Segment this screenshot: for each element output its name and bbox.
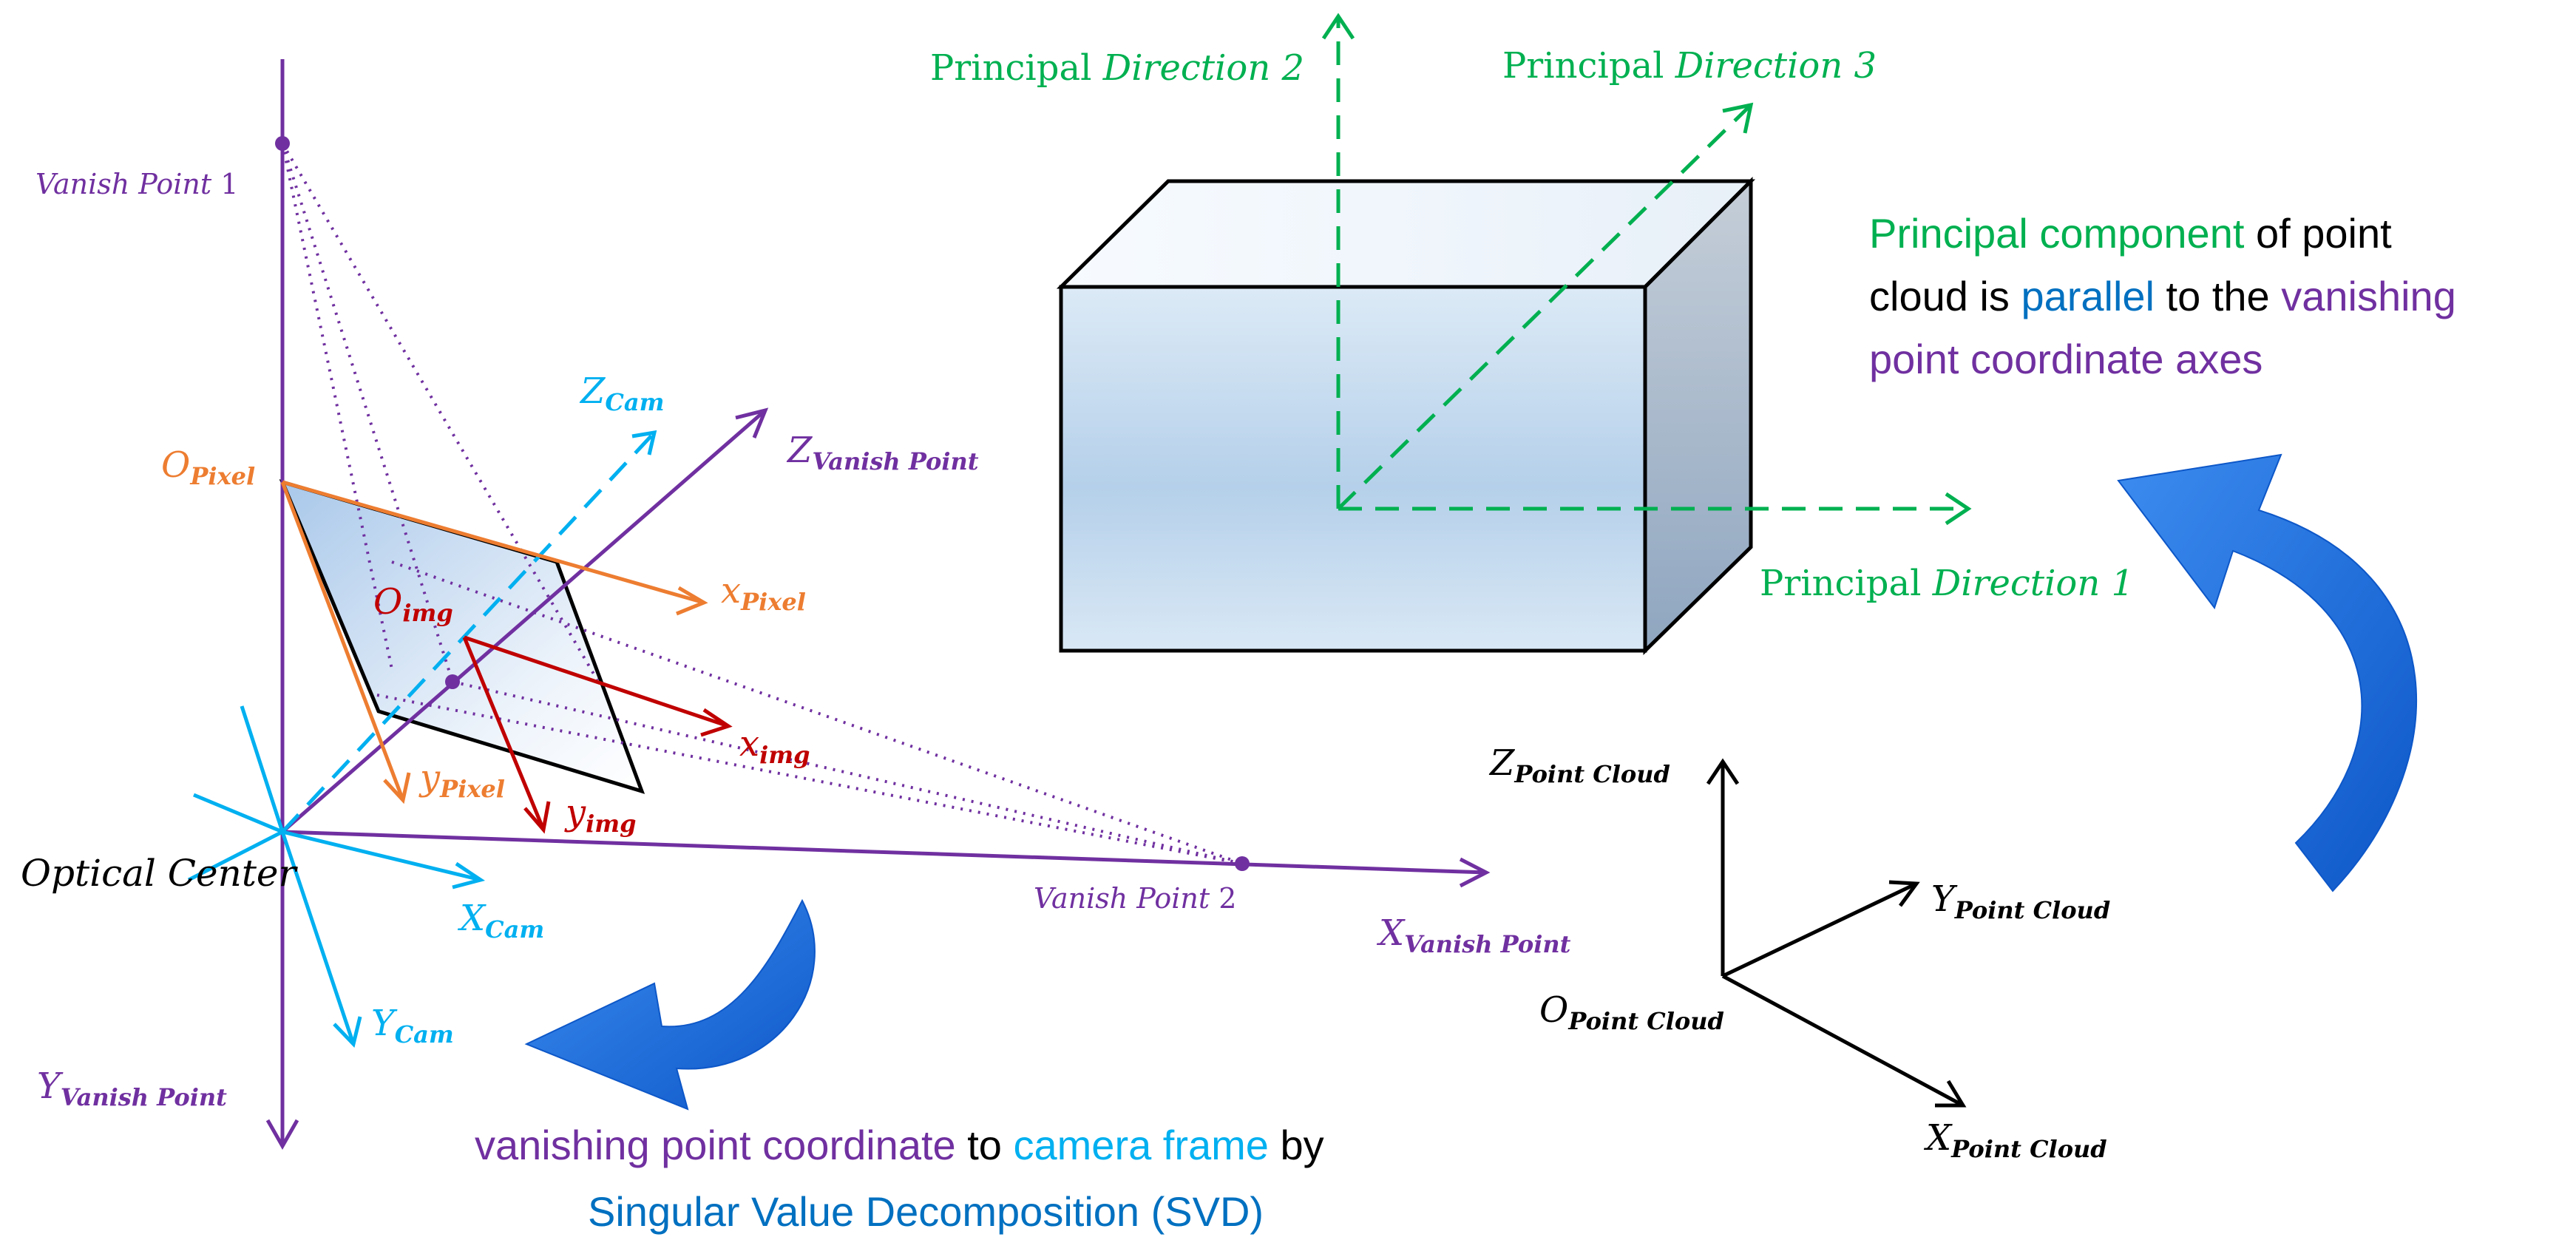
x-cam-back	[193, 793, 283, 834]
principal-direction-3-label: Principal Direction 3	[1502, 45, 1877, 87]
caption-bottom-line-2: Singular Value Decomposition (SVD)	[588, 1188, 1264, 1235]
x-img-label: ximg	[739, 723, 810, 769]
x-vanish-label: XVanish Point	[1376, 912, 1571, 958]
curved-arrow-bottom	[524, 898, 816, 1111]
curved-arrow-right	[2117, 453, 2417, 892]
o-img-label: Oimg	[373, 581, 453, 627]
y-pixel-axis	[280, 481, 405, 801]
caption-right-line-2: cloud is parallel to the vanishing	[1869, 273, 2456, 319]
vanish-point-2-dot	[1235, 856, 1250, 871]
y-cam-back	[240, 705, 285, 833]
z-vanish-axis	[281, 409, 767, 833]
principal-direction-2-label: Principal Direction 2	[930, 47, 1304, 89]
x-img-axis	[464, 635, 729, 728]
vanish-point-1-dot	[275, 136, 290, 151]
box-front-face	[1059, 285, 1647, 653]
y-cam-axis	[280, 831, 356, 1045]
y-cam-label: YCam	[371, 1003, 454, 1048]
projection-lines	[281, 142, 1243, 865]
vanish-point-2-label: Vanish Point 2	[1034, 882, 1236, 915]
x-cam-label: XCam	[457, 898, 544, 943]
caption-bottom-line-1: vanishing point coordinate to camera fra…	[475, 1122, 1324, 1168]
point-cloud-box	[1056, 176, 1756, 655]
x-img-arrowhead	[700, 708, 733, 737]
x-cam-arrowhead	[452, 861, 486, 890]
box-top-face	[1056, 179, 1756, 289]
principal-point-dot	[445, 674, 460, 689]
y-img-label: yimg	[564, 792, 637, 838]
x-pixel-axis	[282, 480, 705, 605]
o-pixel-label: OPixel	[161, 444, 255, 490]
y-vanish-label: YVanish Point	[37, 1065, 227, 1111]
principal-direction-1-label: Principal Direction 1	[1760, 563, 2134, 604]
z-cam-axis	[281, 431, 656, 833]
x-vanish-arrowhead	[1459, 857, 1491, 888]
x-pixel-arrowhead	[676, 586, 708, 616]
vanish-point-1-label: Vanish Point 1	[35, 168, 238, 200]
principal-directions	[1321, 13, 1972, 526]
z-cam-arrowhead	[631, 430, 657, 455]
y-img-axis	[462, 637, 546, 830]
x-cam-axis	[282, 830, 481, 882]
z-cam-label: ZCam	[579, 370, 664, 416]
y-pixel-label: yPixel	[418, 757, 505, 803]
x-pixel-label: xPixel	[721, 570, 806, 616]
cam-extra-back	[187, 830, 284, 882]
y-vanish-arrowhead	[265, 1119, 299, 1151]
caption-right-line-1: Principal component of point	[1869, 210, 2392, 257]
o-point-cloud-label: OPoint Cloud	[1539, 989, 1724, 1035]
x-point-cloud-label: XPoint Cloud	[1923, 1117, 2107, 1163]
optical-center-label: Optical Center	[21, 852, 299, 895]
y-point-cloud-label: YPoint Cloud	[1931, 878, 2110, 924]
y-img-arrowhead	[523, 801, 551, 834]
z-vanish-arrowhead	[735, 407, 769, 438]
point-cloud-frame	[1706, 758, 1967, 1108]
x-vanish-axis	[282, 830, 1487, 875]
caption-right-line-3: point coordinate axes	[1869, 336, 2263, 382]
y-cam-arrowhead	[333, 1016, 362, 1048]
y-pixel-arrowhead	[383, 772, 411, 804]
z-vanish-label: ZVanish Point	[786, 430, 979, 475]
z-point-cloud-label: ZPoint Cloud	[1488, 742, 1670, 788]
